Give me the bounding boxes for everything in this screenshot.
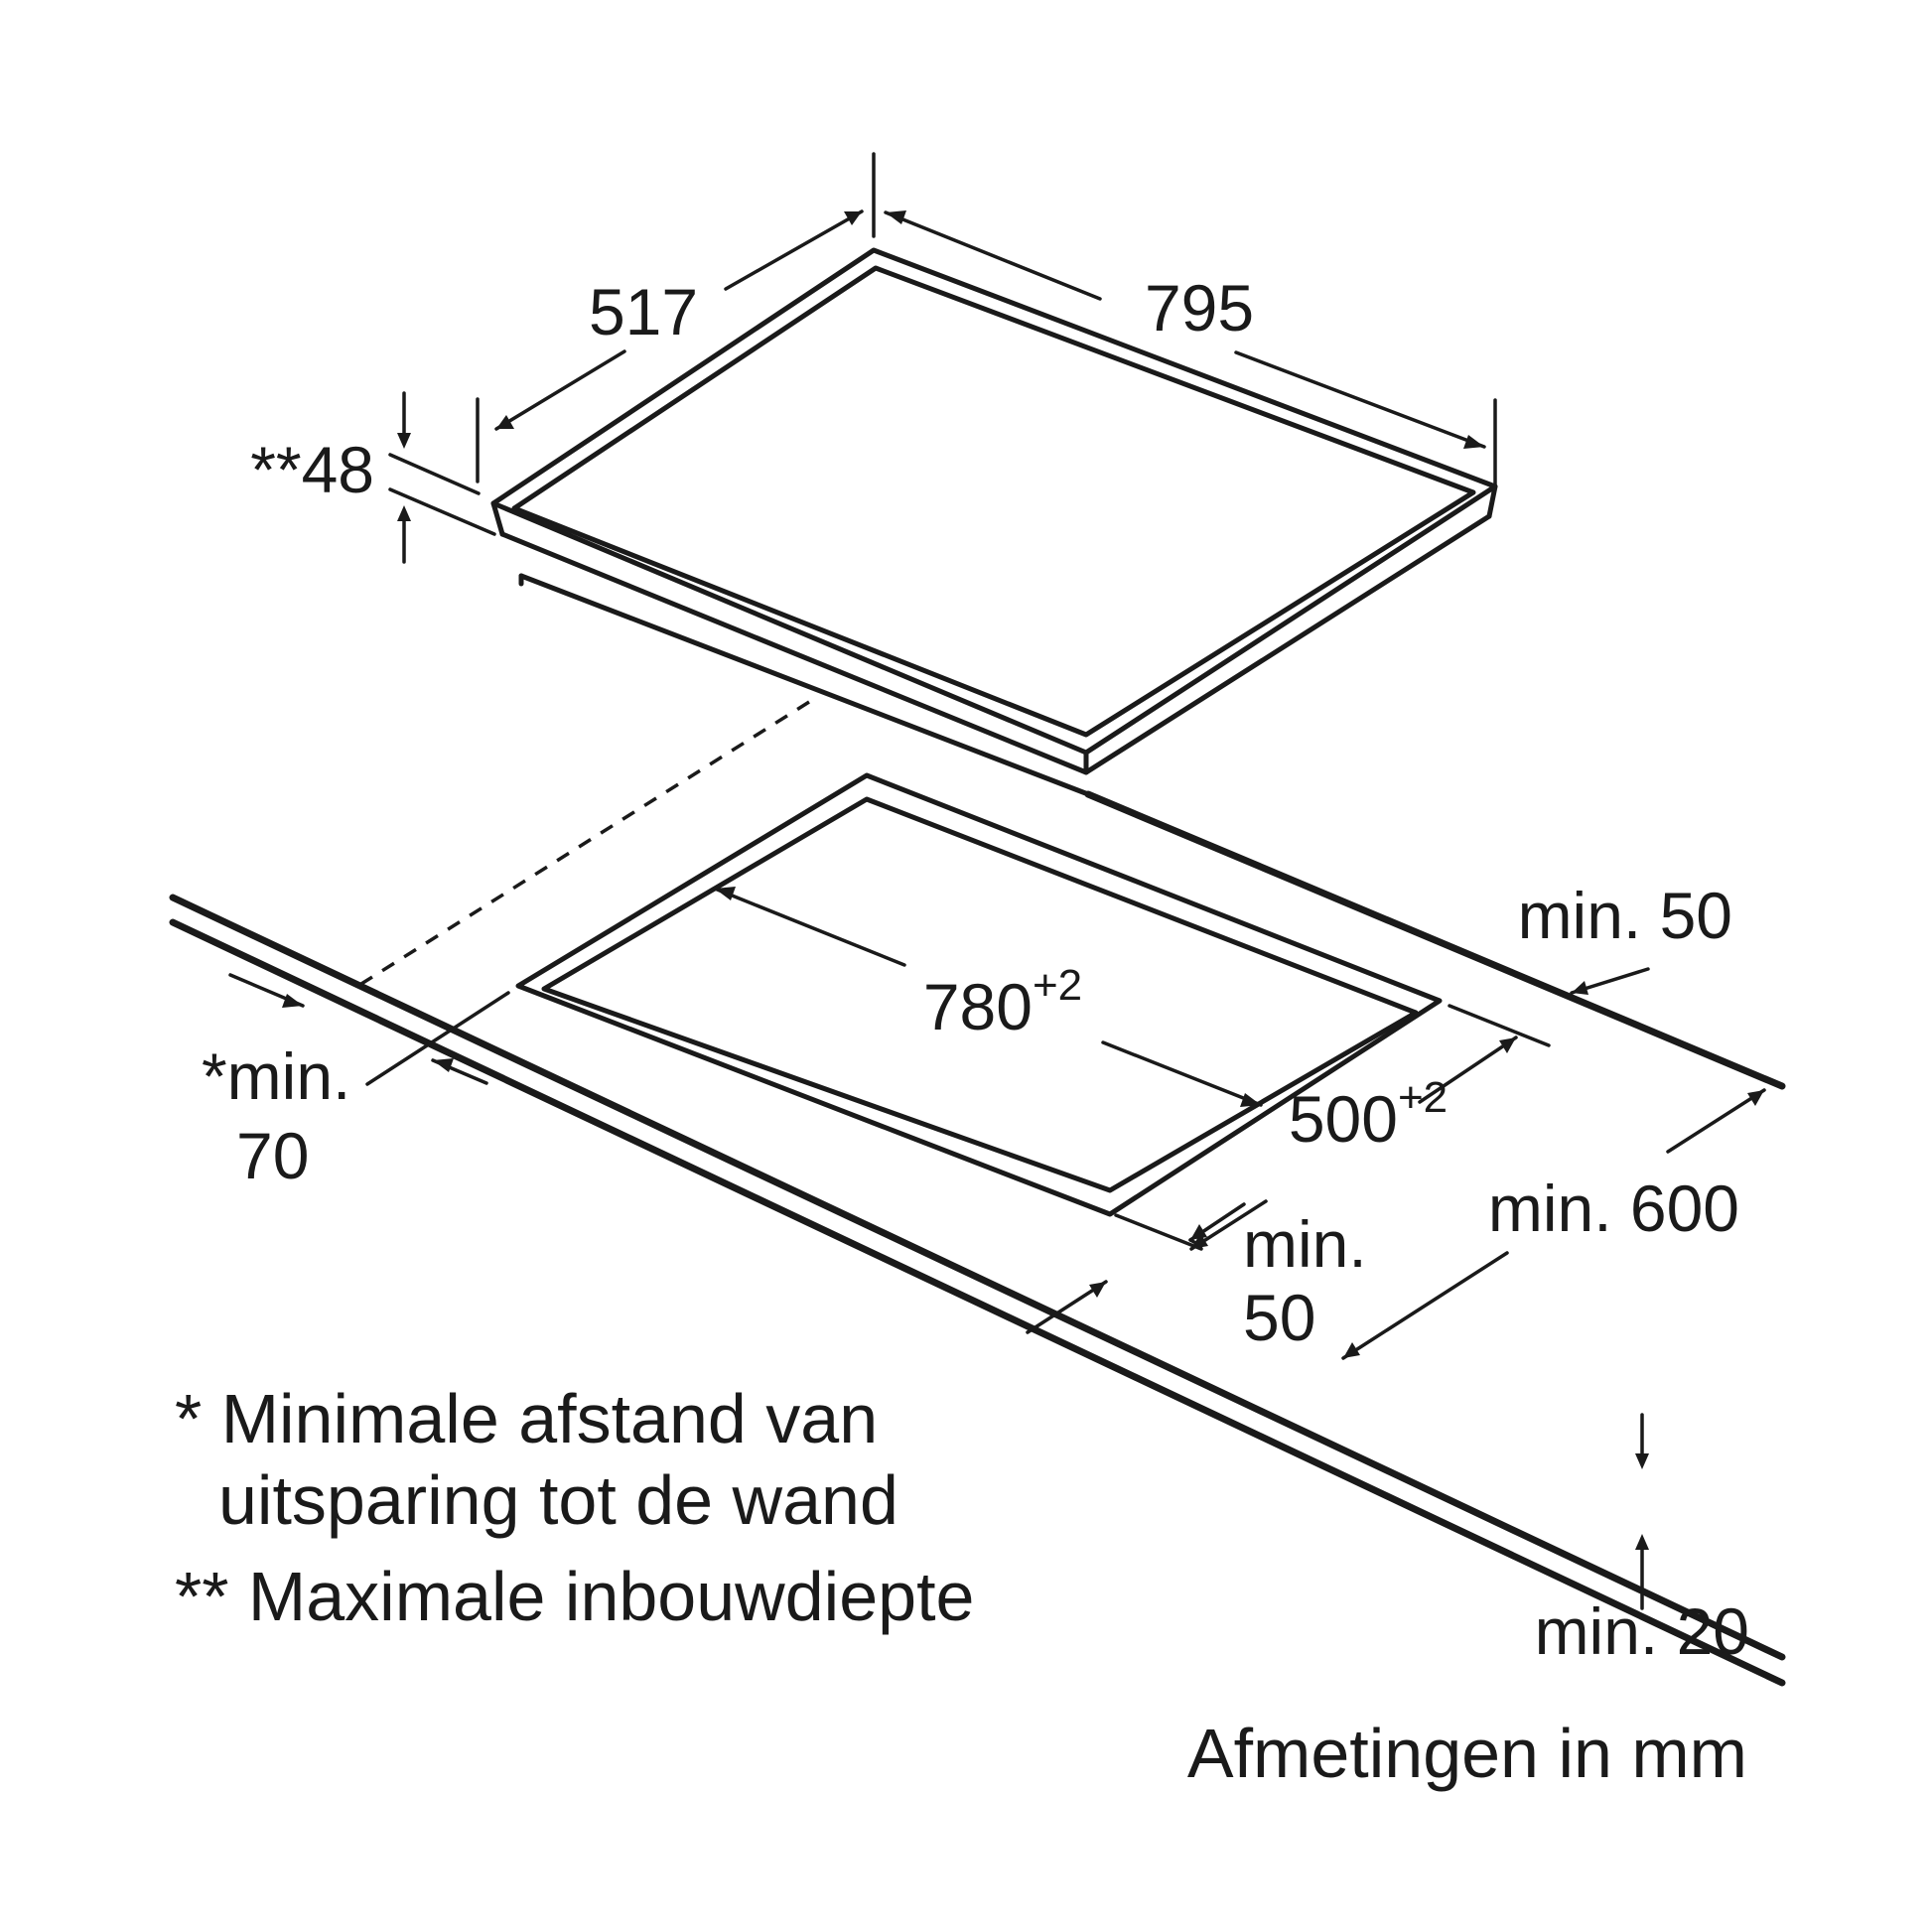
hob-base-front — [518, 573, 1091, 797]
worktop-edge-top — [169, 894, 1786, 1661]
label-min20: min. 20 — [1535, 1594, 1749, 1668]
label-795: 795 — [1145, 271, 1254, 345]
label-min600: min. 600 — [1488, 1172, 1739, 1245]
label-front-50: 50 — [1243, 1281, 1315, 1354]
hob-top-inner — [511, 265, 1476, 738]
dim-cutout-depth: 500+2 — [1114, 1004, 1551, 1251]
dim-rear-clearance: min. 50 — [1518, 879, 1732, 995]
dim-cutout-width: 780+2 — [713, 887, 1263, 1107]
label-500: 500+2 — [1289, 1073, 1448, 1156]
cutout-inner — [541, 796, 1419, 1193]
dim-worktop-thickness: min. 20 — [1535, 1413, 1749, 1668]
dim-hob-max-depth: **48 — [250, 391, 496, 564]
footnotes: * Minimale afstand van uitsparing tot de… — [175, 1380, 1747, 1792]
hob-drawing — [490, 247, 1498, 797]
note-max-depth: ** Maximale inbouwdiepte — [175, 1558, 974, 1635]
label-517: 517 — [589, 275, 698, 348]
wall-line — [1084, 790, 1786, 1090]
hob-bottom-edge — [499, 513, 1492, 775]
label-wall-70: 70 — [236, 1119, 309, 1192]
note-units: Afmetingen in mm — [1187, 1715, 1747, 1792]
hob-left-side — [490, 500, 505, 537]
dim-hob-depth: 517 — [476, 152, 876, 483]
dim-worktop-depth: min. 600 — [1341, 1088, 1766, 1360]
label-48: **48 — [250, 433, 374, 506]
worktop-edge-bottom — [169, 918, 1786, 1687]
dim-wall-clearance: *min. 70 — [202, 973, 510, 1192]
worktop-drawing — [169, 790, 1786, 1687]
note-min-distance-line1: * Minimale afstand van — [175, 1380, 878, 1457]
cutout-outer — [515, 772, 1443, 1217]
label-780: 780+2 — [923, 961, 1082, 1043]
label-wall-min: *min. — [202, 1039, 350, 1113]
alignment-dashed-line — [352, 700, 810, 991]
dim-front-clearance: min. 50 — [1026, 1202, 1367, 1354]
cutout-drawing — [515, 772, 1443, 1217]
note-min-distance-line2: uitsparing tot de wand — [218, 1461, 898, 1539]
label-rear-min50: min. 50 — [1518, 879, 1732, 952]
dim-hob-width: 795 — [884, 210, 1497, 488]
label-front-min: min. — [1243, 1207, 1367, 1281]
hob-right-side — [1486, 483, 1498, 519]
